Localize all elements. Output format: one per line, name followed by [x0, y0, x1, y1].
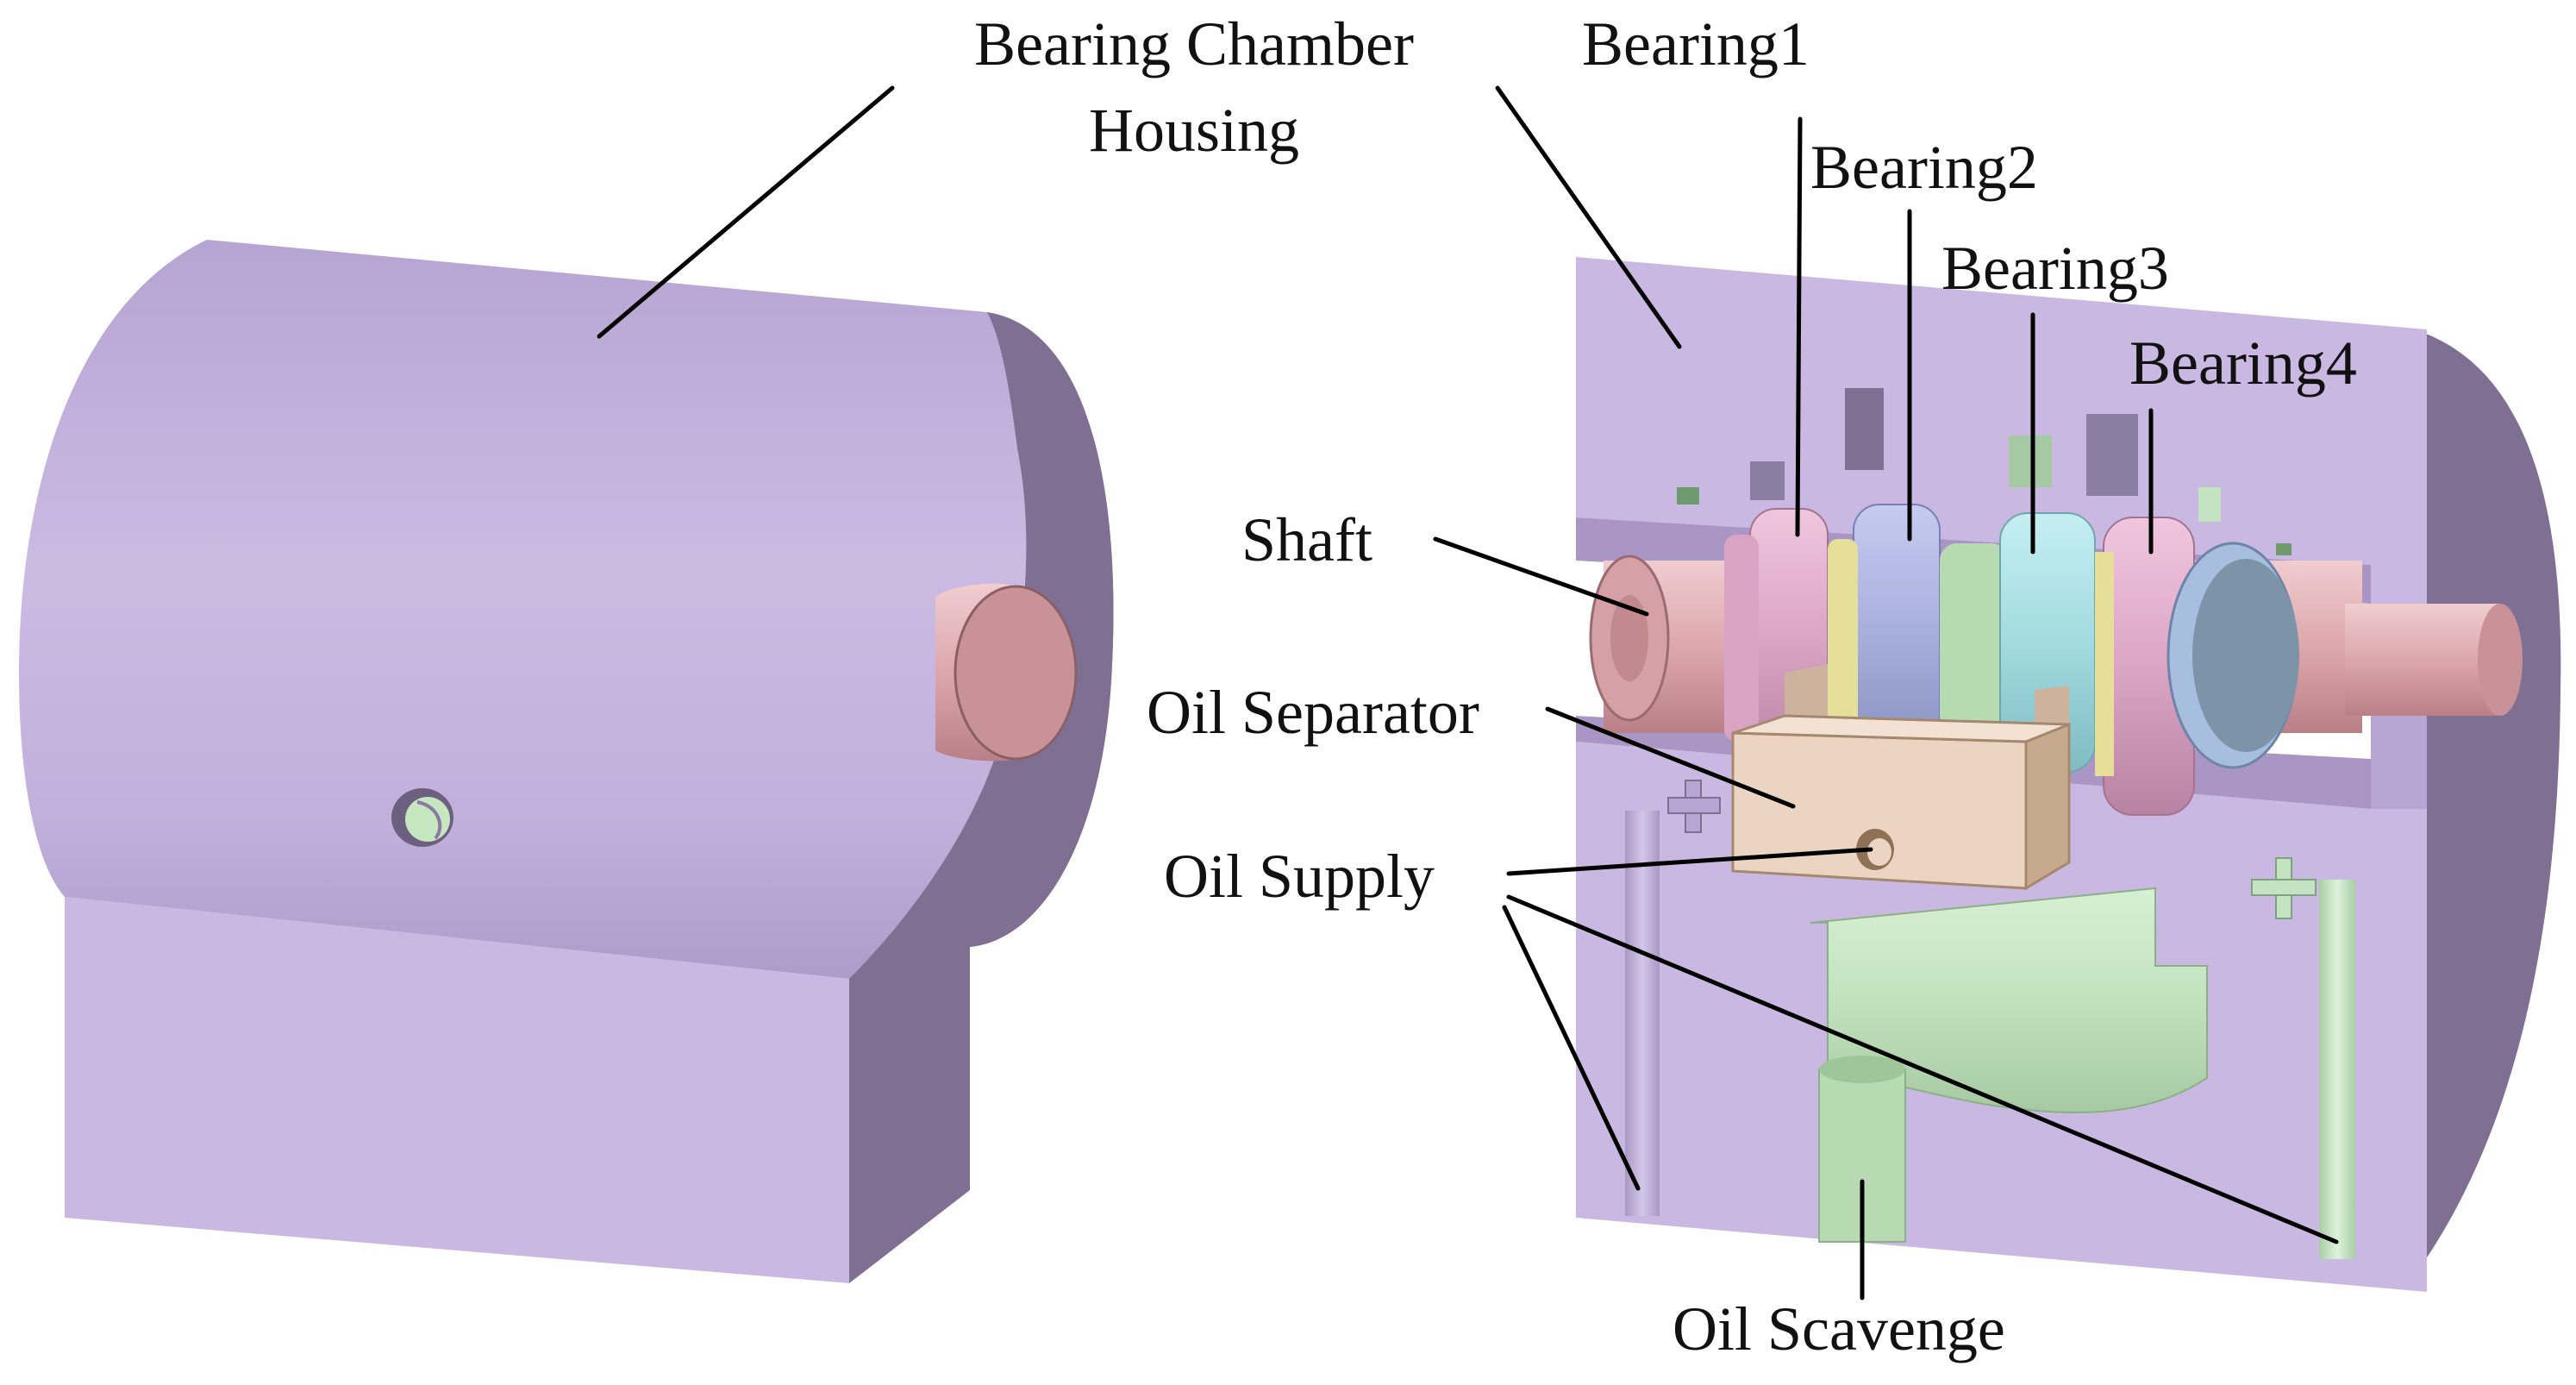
oil-supply-pipe-left [1625, 811, 1660, 1216]
housing-base-front [65, 897, 849, 1283]
oil-hole [391, 788, 453, 847]
pocket-7 [2009, 436, 2052, 487]
shaft-stub [935, 583, 1078, 761]
label-bearing4: Bearing4 [2129, 329, 2357, 398]
housing-section [1576, 257, 2561, 1292]
label-bearing2: Bearing2 [1810, 133, 2038, 202]
label-shaft: Shaft [1241, 505, 1372, 574]
cross-fitting-right [2251, 857, 2317, 919]
leader-lines [597, 85, 2339, 1300]
middle-spacer [1940, 543, 2009, 733]
leader-housing [597, 85, 895, 339]
leader-oil-supply-left [1502, 905, 1641, 1191]
label-housing-line2: Housing [1089, 96, 1299, 165]
leader-bearing1-housing [1495, 85, 1682, 349]
oil-separator [1731, 664, 2071, 891]
leader-oil-separator [1545, 706, 1796, 809]
bearing2-ring [1828, 504, 1941, 755]
pocket-6 [2276, 543, 2292, 555]
end-disk [2166, 542, 2299, 769]
section-end-face [2414, 329, 2561, 1276]
pocket-5 [2198, 487, 2221, 522]
label-bearing3: Bearing3 [1941, 234, 2169, 303]
labels: Bearing Chamber Housing Bearing1 Bearing… [974, 9, 2357, 1363]
leader-shaft [1433, 536, 1649, 617]
leader-oil-supply-right [1506, 894, 2339, 1244]
housing-exterior [19, 240, 1114, 1283]
leader-oil-supply-hole [1506, 847, 1873, 876]
pocket-4 [2086, 414, 2138, 496]
housing-end-face-fill [849, 312, 1114, 979]
label-oil-scavenge: Oil Scavenge [1673, 1294, 2005, 1363]
pocket-2 [1750, 461, 1785, 500]
pocket-1 [1845, 388, 1884, 470]
pocket-3 [1677, 487, 1699, 504]
label-oil-separator: Oil Separator [1147, 678, 1479, 747]
label-housing-line1: Bearing Chamber [974, 9, 1414, 78]
cross-fitting-left [1667, 780, 1721, 833]
label-bearing1: Bearing1 [1582, 9, 1810, 78]
oil-supply-pipe-right [2319, 880, 2355, 1259]
leader-bearing1 [1795, 116, 1803, 537]
label-oil-supply: Oil Supply [1164, 842, 1435, 911]
housing-cylinder [19, 240, 1078, 979]
